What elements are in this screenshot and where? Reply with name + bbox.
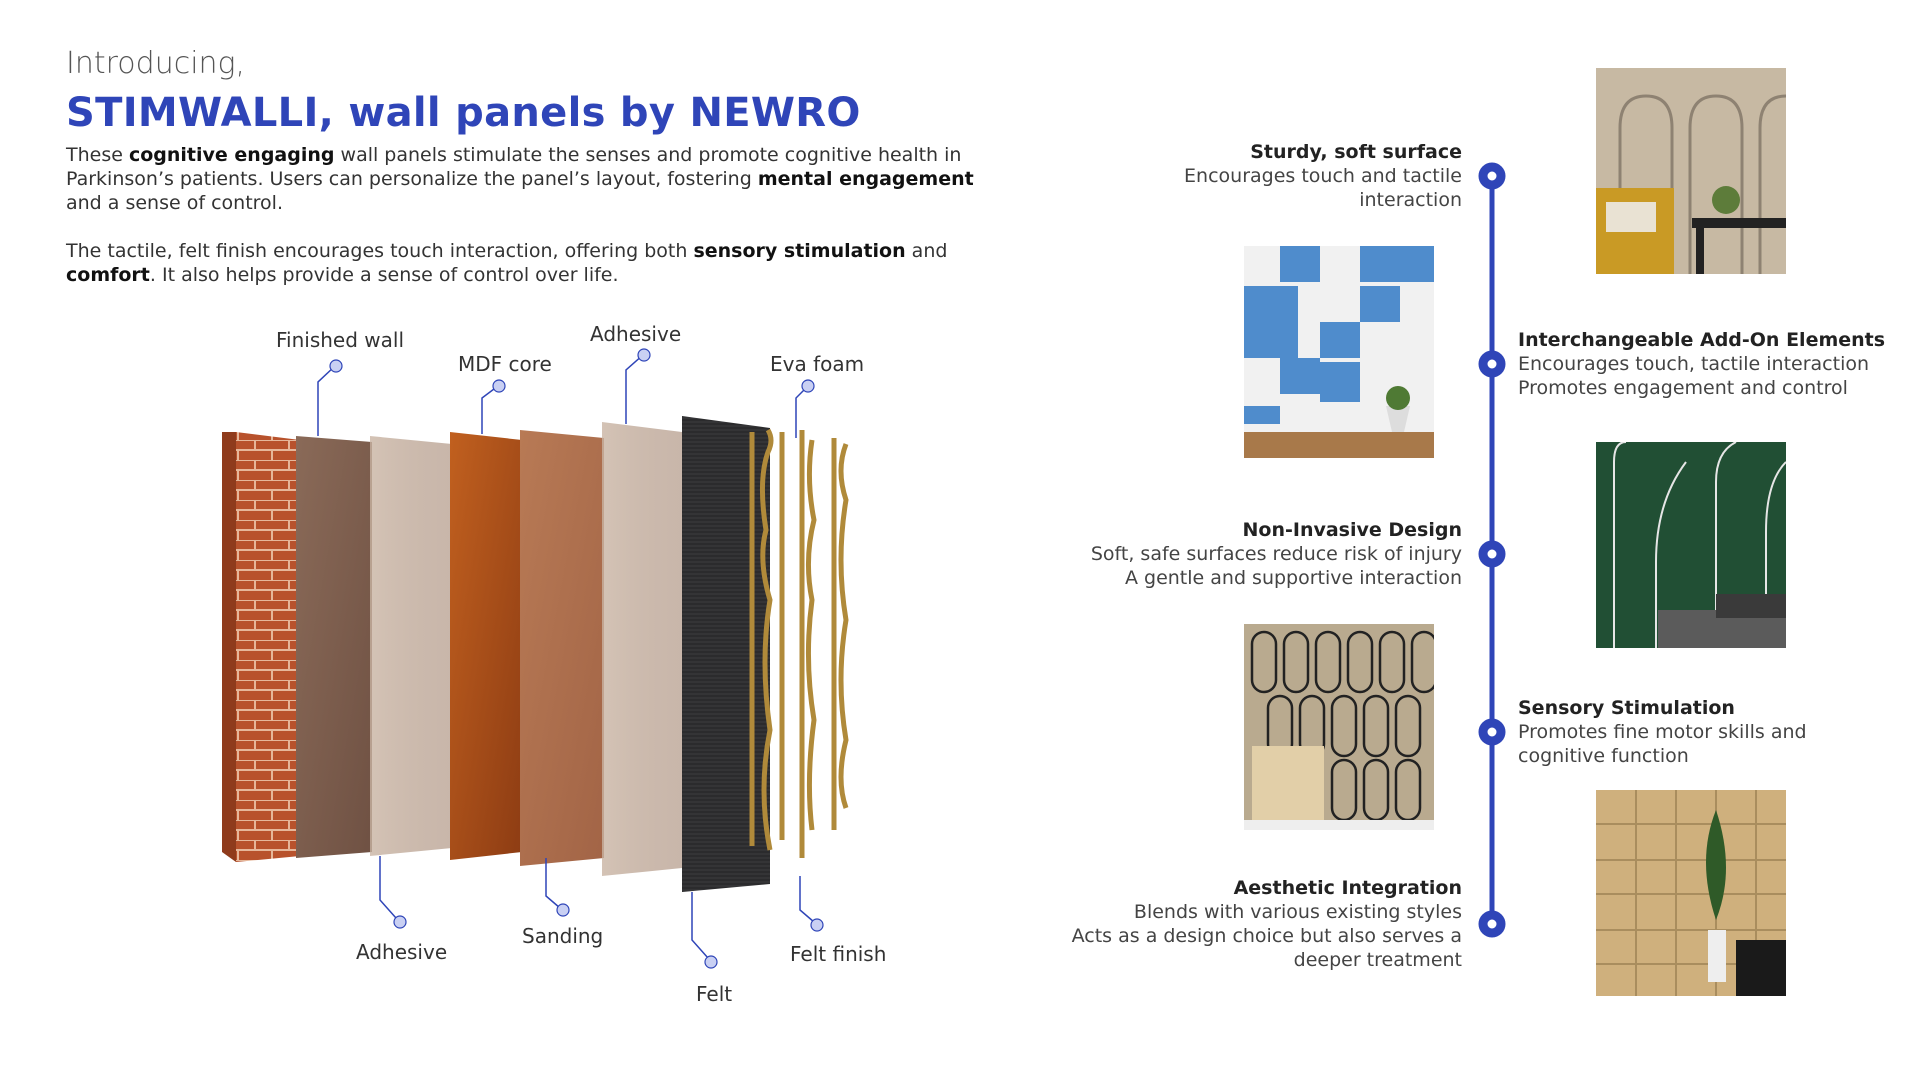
photo-blue-tiles <box>1244 246 1434 458</box>
photo-green-panels <box>1596 442 1786 648</box>
page-title: STIMWALLI, wall panels by NEWRO <box>66 90 861 136</box>
feature-5: Aesthetic Integration Blends with variou… <box>1071 877 1462 971</box>
brick-wall-layer <box>222 432 300 862</box>
timeline-node-1 <box>1478 162 1506 190</box>
timeline-node-2 <box>1478 350 1506 378</box>
leader-lines <box>317 354 815 959</box>
felt-layer <box>682 416 770 892</box>
photo-oval-pattern <box>1244 624 1434 830</box>
photo-arched-panels <box>1596 68 1786 274</box>
feature-3: Non-Invasive Design Soft, safe surfaces … <box>1090 519 1462 589</box>
label-felt-finish: Felt finish <box>790 942 887 966</box>
adhesive-layer-1 <box>370 436 452 856</box>
intro-text: Introducing, <box>66 46 246 81</box>
sanding-layer <box>520 430 604 866</box>
timeline-node-5 <box>1478 910 1506 938</box>
mdf-core-layer <box>450 432 522 860</box>
felt-finish-strips <box>749 428 849 858</box>
feature-4: Sensory Stimulation Promotes fine motor … <box>1518 697 1807 767</box>
label-eva-foam: Eva foam <box>770 352 865 376</box>
label-sanding: Sanding <box>522 924 604 948</box>
feature-1: Sturdy, soft surface Encourages touch an… <box>1184 141 1462 211</box>
adhesive-layer-2 <box>602 422 682 876</box>
feature-2: Interchangeable Add-On Elements Encourag… <box>1518 329 1886 399</box>
photo-grid-panels <box>1596 790 1786 996</box>
label-felt: Felt <box>696 982 733 1006</box>
feature-timeline <box>1478 162 1506 938</box>
finished-wall-layer <box>296 436 372 858</box>
leader-dots <box>329 348 824 969</box>
timeline-node-4 <box>1478 718 1506 746</box>
description-paragraph-1: These cognitive engaging wall panels sti… <box>66 144 974 214</box>
timeline-node-3 <box>1478 540 1506 568</box>
label-adhesive-bottom: Adhesive <box>356 940 448 964</box>
description-paragraph-2: The tactile, felt finish encourages touc… <box>66 240 948 286</box>
label-finished-wall: Finished wall <box>276 328 405 352</box>
label-adhesive-top: Adhesive <box>590 322 682 346</box>
label-mdf-core: MDF core <box>458 352 552 376</box>
